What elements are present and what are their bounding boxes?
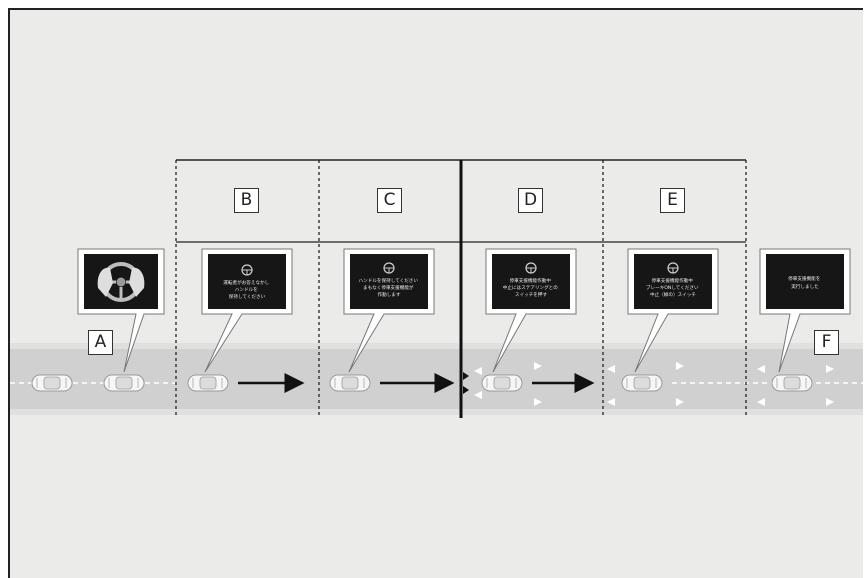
screen-f-line: 実行しました — [791, 283, 819, 290]
screen-e-line: 停車支援機能作動中 — [652, 277, 694, 284]
screen-c-line: 作動します — [378, 291, 401, 298]
label-a: A — [88, 330, 113, 355]
screen-b-line: 保持してください — [229, 293, 266, 300]
road-edge-top — [10, 343, 863, 349]
car-e — [622, 375, 662, 391]
road-edge-bottom — [10, 409, 863, 415]
label-f: F — [814, 330, 839, 355]
svg-text:停車支援機能作動中 ブレーキONしてください: 停車支援機能作動中 ブレーキONしてください 中止（緑の）スイッチ — [646, 277, 700, 298]
screen-e-line: ブレーキONしてください — [646, 284, 699, 291]
screen-d-line: 停車支援機能作動中 — [510, 277, 552, 284]
screen-d-line: スイッチを押す — [515, 291, 548, 298]
label-d: D — [518, 188, 543, 213]
car-b — [188, 375, 228, 391]
screen-b-line: ハンドルを — [235, 286, 258, 293]
diagram-frame: 運転者がお答えなかし ハンドルを 保持してください ハンドルを保持してください … — [8, 8, 863, 578]
label-c: C — [377, 188, 402, 213]
screen-d-line: 中止にはステアリングとの — [503, 284, 558, 291]
car-a2 — [104, 375, 144, 391]
car-f — [772, 375, 812, 391]
screen-c-line: ハンドルを保持してください — [359, 277, 419, 284]
car-c — [330, 375, 370, 391]
car-a1 — [32, 375, 72, 391]
sequence-diagram: 運転者がお答えなかし ハンドルを 保持してください ハンドルを保持してください … — [10, 10, 863, 578]
screen-f-line: 停車支援機能を — [788, 275, 821, 282]
label-b: B — [234, 188, 259, 213]
screen-b-line: 運転者がお答えなかし — [223, 279, 269, 286]
screen-c-line: まもなく停車支援機能が — [363, 284, 414, 291]
screen-e-line: 中止（緑の）スイッチ — [650, 291, 696, 298]
label-e: E — [660, 188, 685, 213]
car-d — [482, 375, 522, 391]
